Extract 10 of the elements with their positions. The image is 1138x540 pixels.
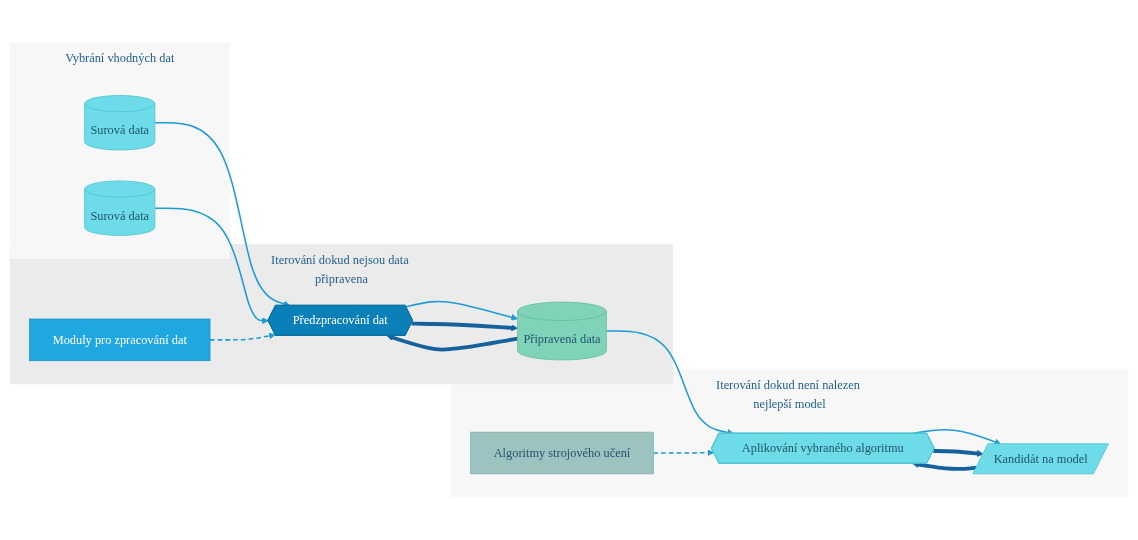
arrow <box>652 449 715 457</box>
arrow <box>933 449 984 457</box>
arrow <box>154 207 269 325</box>
arrow <box>209 332 276 341</box>
node-box: Algoritmy strojového učení <box>470 431 654 475</box>
arrow <box>405 300 518 321</box>
node-box: Moduly pro zpracování dat <box>29 318 211 362</box>
arrow <box>912 461 977 471</box>
arrow <box>411 321 518 332</box>
arrow <box>386 334 518 352</box>
